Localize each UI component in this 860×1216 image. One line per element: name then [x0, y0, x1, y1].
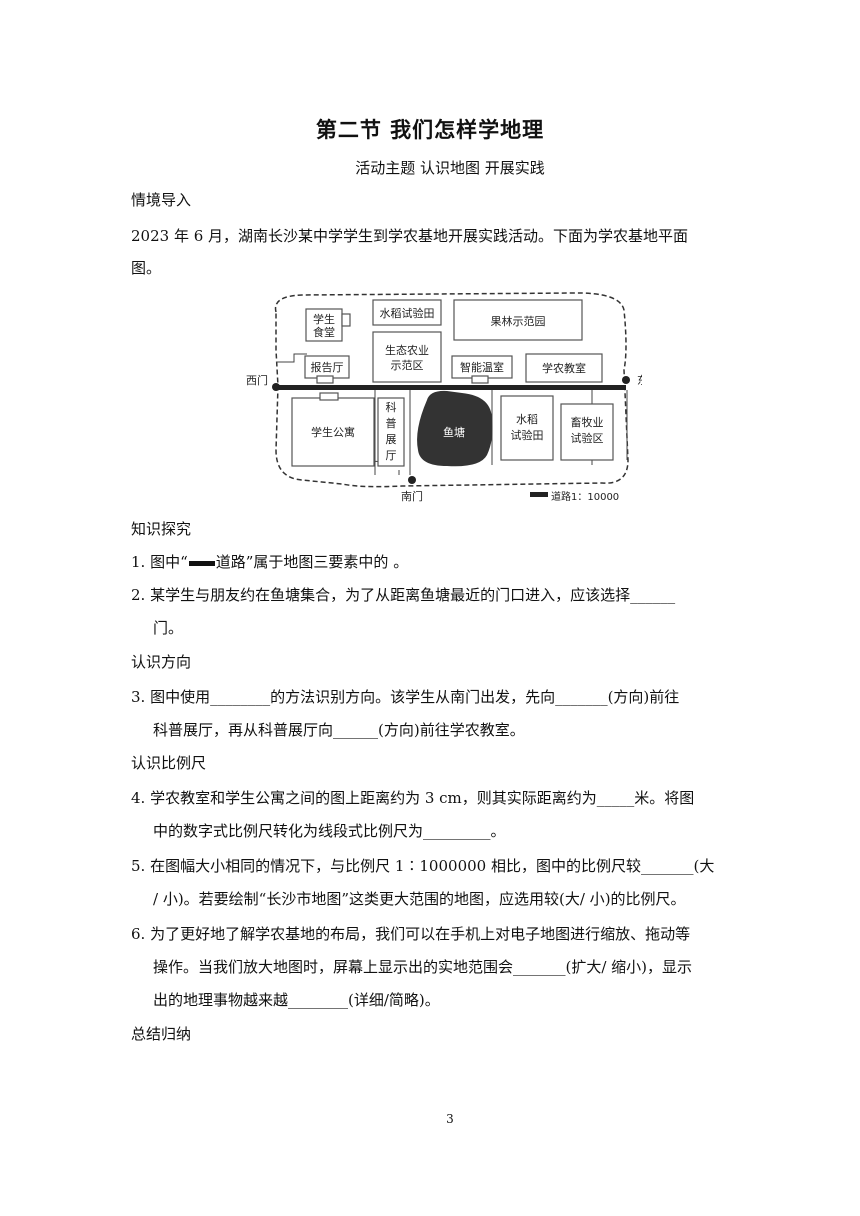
- map-label-classroom: 学农教室: [542, 361, 586, 375]
- map-label-livestock-2: 试验区: [571, 431, 604, 445]
- science-hall: [377, 397, 405, 467]
- map-label-west-gate: 西门: [246, 373, 268, 387]
- question-1-part-a: 1. 图中“: [131, 553, 188, 571]
- map-label-rice-bottom-2: 试验田: [511, 428, 544, 442]
- map-label-livestock-1: 畜牧业: [571, 415, 604, 429]
- map-label-sci-4: 厅: [386, 449, 397, 462]
- fish-pond: [417, 390, 493, 467]
- question-5-line-1: 5. 在图幅大小相同的情况下，与比例尺 1∶1000000 相比，图中的比例尺较…: [131, 857, 715, 875]
- section-intro: 情境导入: [131, 191, 192, 209]
- map-label-east-gate: 东门: [637, 373, 642, 387]
- classroom: [525, 353, 603, 383]
- map-label-rice-top: 水稻试验田: [380, 306, 435, 320]
- question-2-line-1: 2. 某学生与朋友约在鱼塘集合，为了从距离鱼塘最近的门口进入，应该选择_____…: [131, 586, 676, 604]
- dorm-building: [291, 397, 375, 467]
- eco-agri-area: [372, 331, 442, 383]
- map-boundary: [274, 292, 629, 488]
- question-4-line-2: 中的数字式比例尺转化为线段式比例尺为_________。: [153, 822, 506, 840]
- map-label-greenhouse: 智能温室: [460, 360, 504, 374]
- map-label-pond: 鱼塘: [443, 425, 465, 439]
- livestock-area: [560, 403, 614, 461]
- map-label-canteen-1: 学生: [313, 312, 335, 326]
- farm-base-map: 学生 食堂 水稻试验田 果林示范园 生态农业 示范区 报告厅 智能温室 学农教室…: [246, 292, 642, 503]
- question-3-line-2: 科普展厅，再从科普展厅向______(方向)前往学农教室。: [153, 721, 525, 739]
- question-3-line-1: 3. 图中使用________的方法识别方向。该学生从南门出发，先向______…: [131, 688, 680, 706]
- map-label-south-gate: 南门: [401, 489, 423, 503]
- section-scale: 认识比例尺: [131, 754, 207, 772]
- page-title: 第二节 我们怎样学地理: [315, 118, 545, 142]
- intro-text-line-1: 2023 年 6 月，湖南长沙某中学学生到学农基地开展实践活动。下面为学农基地平…: [131, 227, 689, 245]
- question-1-part-b: 道路”属于地图三要素中的 。: [215, 553, 409, 571]
- map-label-rice-bottom-1: 水稻: [516, 413, 538, 426]
- legend-road: [530, 492, 548, 497]
- map-label-sci-3: 展: [386, 433, 397, 446]
- question-1: 1. 图中“ 道路”属于地图三要素中的 。: [131, 551, 408, 573]
- map-label-sci-2: 普: [386, 416, 397, 430]
- question-6-line-1: 6. 为了更好地了解学农基地的布局，我们可以在手机上对电子地图进行缩放、拖动等: [131, 925, 691, 943]
- main-road: [278, 385, 626, 390]
- section-knowledge: 知识探究: [131, 520, 192, 538]
- map-label-sci-1: 科: [386, 400, 397, 414]
- question-6-line-3: 出的地理事物越来越________(详细/简略)。: [153, 991, 440, 1009]
- map-label-eco-1: 生态农业: [385, 343, 429, 357]
- south-gate-marker: [408, 476, 416, 484]
- rice-field-bottom: [500, 395, 554, 461]
- question-4-line-1: 4. 学农教室和学生公寓之间的图上距离约为 3 cm，则其实际距离约为_____…: [131, 789, 695, 807]
- map-label-orchard: 果林示范园: [491, 314, 546, 328]
- page-number: 3: [446, 1112, 454, 1126]
- orchard-area: [453, 299, 583, 341]
- map-legend-text: 道路1：10000: [551, 490, 619, 503]
- activity-subtitle: 活动主题 认识地图 开展实践: [355, 159, 545, 177]
- intro-text-line-2: 图。: [131, 259, 162, 277]
- map-label-canteen-2: 食堂: [313, 325, 335, 339]
- map-label-eco-2: 示范区: [391, 358, 424, 372]
- question-5-line-2: / 小)。若要绘制“长沙市地图”这类更大范围的地图，应选用较(大/ 小)的比例尺…: [153, 890, 686, 908]
- section-summary: 总结归纳: [131, 1025, 192, 1043]
- section-direction: 认识方向: [131, 653, 192, 671]
- question-6-line-2: 操作。当我们放大地图时，屏幕上显示出的实地范围会_______(扩大/ 缩小)，…: [153, 958, 693, 976]
- east-gate-marker: [622, 376, 630, 384]
- west-gate-marker: [272, 383, 280, 391]
- road-symbol-icon: [188, 560, 215, 566]
- rice-field-top: [372, 299, 442, 326]
- map-label-dorm: 学生公寓: [311, 425, 355, 439]
- map-label-report: 报告厅: [311, 360, 344, 374]
- question-2-line-2: 门。: [153, 619, 184, 637]
